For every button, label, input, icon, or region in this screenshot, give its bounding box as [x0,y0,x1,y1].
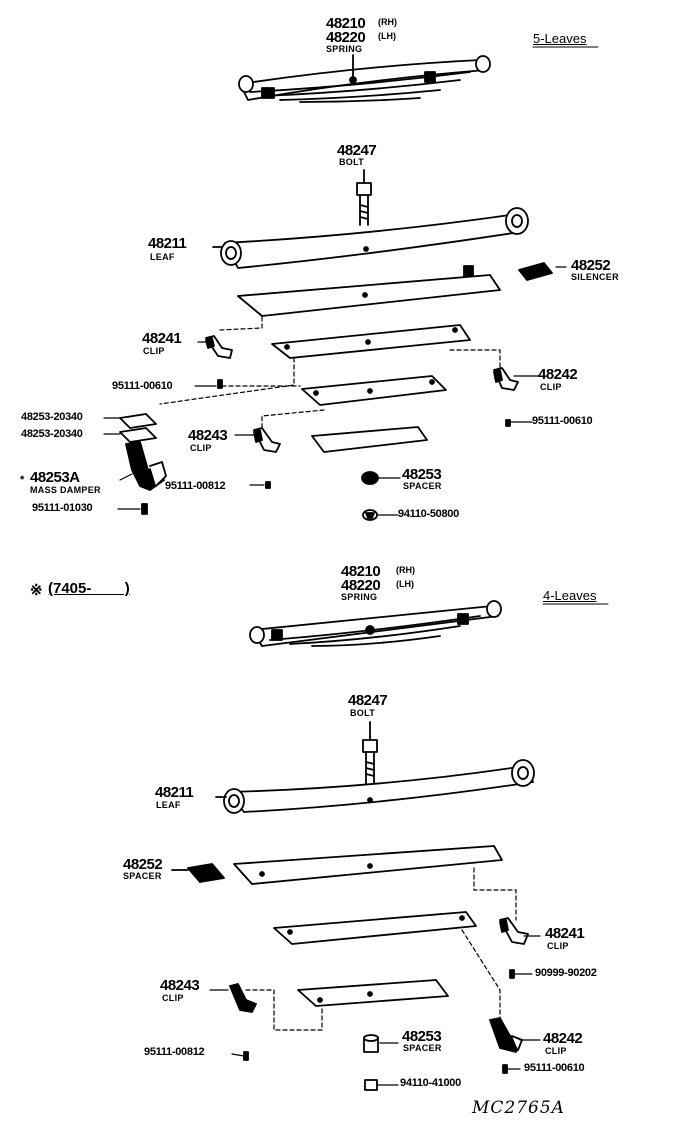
silencer-drawing [518,262,553,281]
nut-pn-bottom: 94110-41000 [400,1077,461,1089]
leaf-5-top [311,426,428,453]
clip1-name-top: CLIP [143,346,165,356]
leaf-4-bottom [297,979,449,1007]
spacer-nut-bottom [363,1034,379,1091]
rivet2-pn-bottom: 95111-00812 [144,1046,205,1058]
clip2-pn-top: 48242 [538,366,578,383]
clip3-pn-bottom: 48243 [160,977,200,994]
spring-rh-top: (RH) [378,17,397,27]
spacer-pad-drawing [171,863,225,883]
spacer-name-top: SPACER [403,481,442,491]
damper-a-pn: 48253-20340 [21,411,83,423]
spring-pn-lh-top: 48220 [326,29,366,46]
main-leaf-bottom [215,759,535,814]
spacer-name-bottom: SPACER [403,1043,442,1053]
rivet4-pn-top: 95111-01030 [32,502,93,514]
clip1-pn-bottom: 48241 [545,925,585,942]
drawing-code: MC2765A [472,1098,565,1118]
clip1-name-bottom: CLIP [547,941,569,951]
spring-lh-top: (LH) [378,31,396,41]
bolt-pn-top: 48247 [337,142,377,159]
silencer-name: SILENCER [571,272,619,282]
spring-name-top: SPRING [326,44,363,54]
leaf-2-top [237,265,501,317]
spring-name-bottom: SPRING [341,592,378,602]
leaf-pn-bottom: 48211 [155,784,194,801]
spacer-pad-pn: 48252 [123,856,163,873]
bolt-drawing-top [356,169,372,226]
bolt-pn-bottom: 48247 [348,692,388,709]
leaf-name-top: LEAF [150,252,175,262]
nut-pn-top: 94110-50800 [398,508,459,520]
rivet1-pn-top: 95111-00610 [112,380,173,392]
bolt-name-bottom: BOLT [350,708,376,718]
mass-damper-mark: * [20,474,24,486]
bolt-name-top: BOLT [339,157,365,167]
leader-lines-bottom [209,935,541,1086]
clip-48242-drawing [493,367,519,391]
spacer-nut-top [361,471,379,521]
spacer-pad-name: SPACER [123,871,162,881]
leaf-2-bottom [233,845,503,885]
leaf-pn-top: 48211 [148,235,187,252]
clip-48241-drawing [205,335,233,359]
clip-48243-drawing [253,427,281,453]
leaves-count-top: 5-Leaves [533,31,587,46]
date-range-mark: ※ [30,582,43,599]
spring-assembly-top [238,54,491,103]
dashed-leaders-bottom [245,867,517,1031]
clip2-pn-bottom: 48242 [543,1030,583,1047]
rivet3-pn-top: 95111-00812 [165,480,226,492]
spring-assembly-bottom [249,600,502,647]
spring-lh-bottom: (LH) [396,579,414,589]
leaves-count-bottom: 4-Leaves [543,588,597,603]
rivets-bottom [243,969,515,1074]
leaf-name-bottom: LEAF [156,800,181,810]
clip3-name-top: CLIP [190,443,212,453]
rivet1-pn-bottom: 90999-90202 [535,967,597,979]
clip2-name-bottom: CLIP [545,1046,567,1056]
dashed-leaders-top [159,315,501,429]
spring-rh-bottom: (RH) [396,565,415,575]
mass-damper-drawing [119,413,167,491]
silencer-pn: 48252 [571,257,611,274]
leader-lines-top [103,266,567,516]
clip2-name-top: CLIP [540,382,562,392]
rivet2-pn-top: 95111-00610 [532,415,593,427]
spacer-pn-top: 48253 [402,466,442,483]
clip3-pn-top: 48243 [188,427,228,444]
date-range: (7405- ) [48,580,130,597]
leaf-4-top [301,375,447,406]
spacer-pn-bottom: 48253 [402,1028,442,1045]
bolt-drawing-bottom [362,721,378,785]
mass-damper-name: MASS DAMPER [30,485,101,495]
leaf-3-top [271,324,471,359]
spring-pn-lh-bottom: 48220 [341,577,381,594]
spring-pn-rh-bottom: 48210 [341,563,381,580]
spring-pn-rh-top: 48210 [326,15,366,32]
main-leaf-top [212,207,529,269]
leaf-3-bottom [273,911,477,945]
mass-damper-pn: 48253A [30,469,80,486]
rivets-top [141,379,511,515]
rivet3-pn-bottom: 95111-00610 [524,1062,585,1074]
clip3-name-bottom: CLIP [162,993,184,1003]
damper-b-pn: 48253-20340 [21,428,83,440]
clip1-pn-top: 48241 [142,330,182,347]
